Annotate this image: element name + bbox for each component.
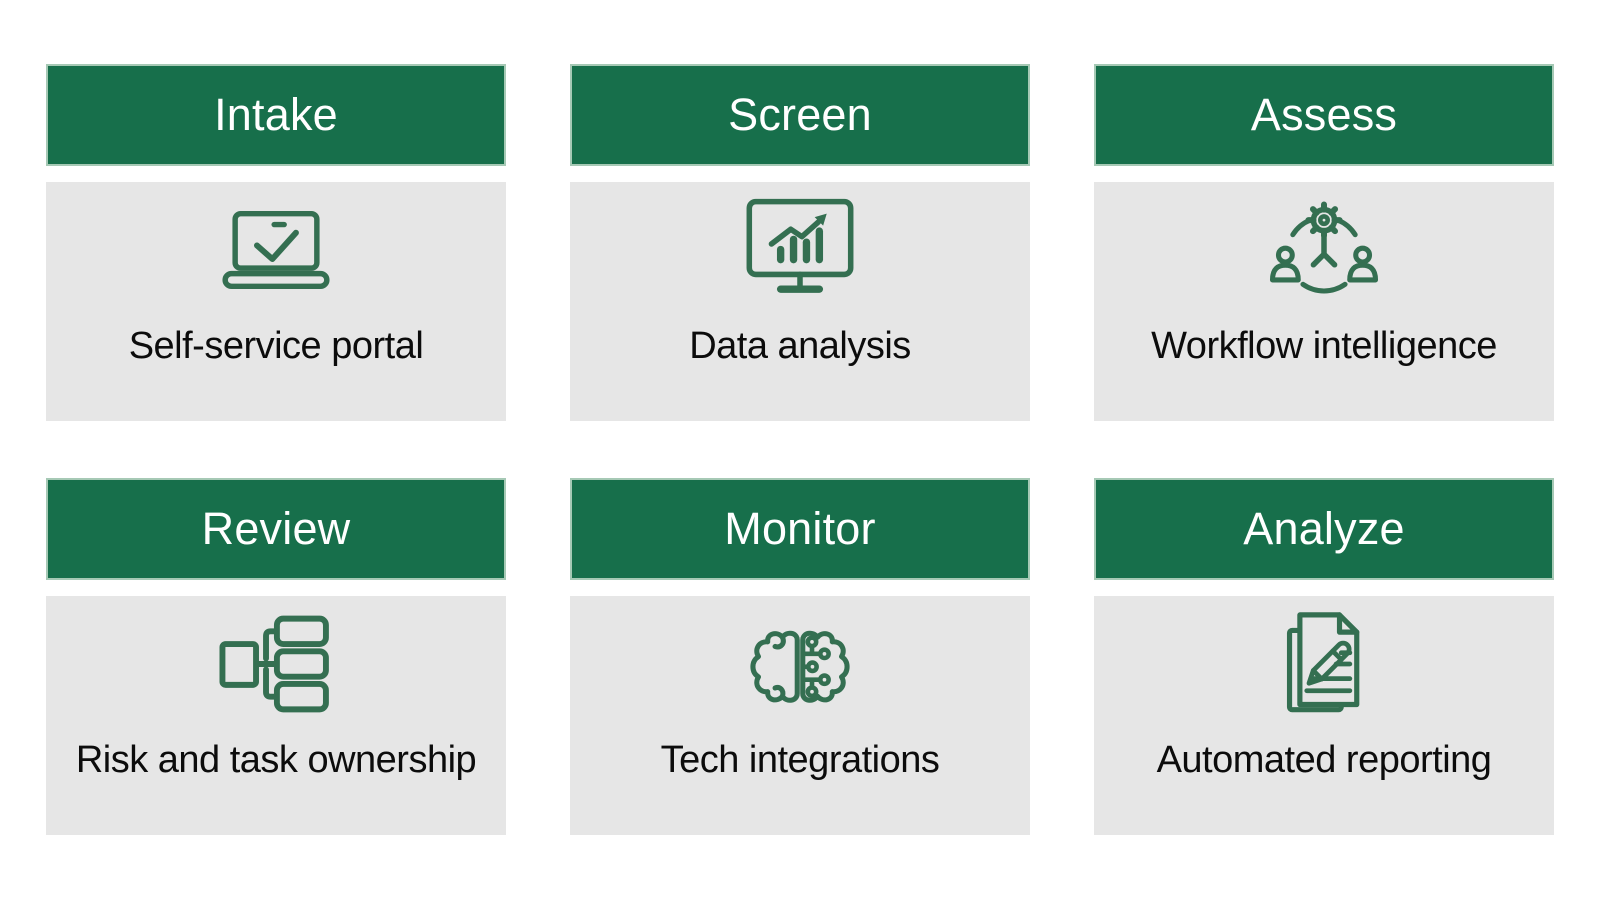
people-gear-icon [1269,201,1379,293]
card-monitor: Monitor [570,478,1030,835]
card-review-label: Risk and task ownership [75,739,477,781]
card-screen-label: Data analysis [689,325,911,367]
card-review-body: Risk and task ownership [46,596,506,835]
card-review-title: Review [201,503,351,554]
card-assess: Assess [1094,64,1554,421]
hierarchy-icon [219,615,329,713]
card-analyze: Analyze [1094,478,1554,835]
card-analyze-header: Analyze [1094,478,1554,580]
laptop-check-icon [222,210,330,290]
card-intake: Intake Self-service portal [46,64,506,421]
document-pencil-icon [1286,612,1360,713]
card-assess-title: Assess [1250,89,1398,140]
monitor-chart-icon [746,198,854,293]
card-screen: Screen Data analysis [570,64,1030,421]
card-analyze-label: Automated reporting [1156,739,1492,781]
card-review: Review Risk and task ownership [46,478,506,835]
card-intake-title: Intake [214,89,338,140]
card-monitor-header: Monitor [570,478,1030,580]
card-screen-title: Screen [728,89,872,140]
card-monitor-label: Tech integrations [660,739,940,781]
card-intake-header: Intake [46,64,506,166]
card-intake-label: Self-service portal [128,325,424,367]
card-screen-body: Data analysis [570,182,1030,421]
card-analyze-title: Analyze [1243,503,1405,554]
card-analyze-body: Automated reporting [1094,596,1554,835]
card-assess-header: Assess [1094,64,1554,166]
card-screen-header: Screen [570,64,1030,166]
card-monitor-title: Monitor [724,503,876,554]
brain-circuit-icon [750,630,850,703]
card-assess-body: Workflow intelligence [1094,182,1554,421]
card-monitor-body: Tech integrations [570,596,1030,835]
card-intake-body: Self-service portal [46,182,506,421]
card-grid: Intake Self-service portal Screen [46,64,1554,835]
card-assess-label: Workflow intelligence [1151,325,1497,367]
card-review-header: Review [46,478,506,580]
